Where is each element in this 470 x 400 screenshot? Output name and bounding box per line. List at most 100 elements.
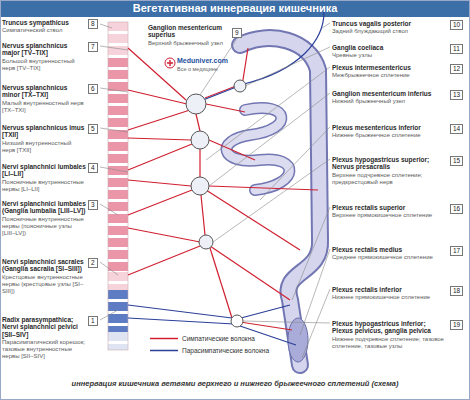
callout-number: 10 [450,20,463,30]
title-band [0,0,470,17]
latin-label: Nervi splanchnici sacrales (Ganglia sacr… [2,258,86,273]
diagram-caption: иннервация кишечника ветвями верхнего и … [0,380,470,389]
leader-line [292,207,330,300]
russian-label: Поясничные внутренностные нервы (пояснич… [2,216,86,237]
ganglion [191,177,209,195]
small-intestine [227,108,290,190]
parasympathetic-fibre [128,318,234,324]
sympathetic-fibre [128,180,191,186]
sympathetic-trunk [108,22,128,350]
logo-text: Все о медицине [177,66,218,72]
leader-lines [100,23,330,358]
sympathetic-fibre [128,144,192,170]
leader-line [100,262,118,275]
leader-line [300,249,330,335]
latin-label: Plexus intermesentericus [332,64,446,71]
callout-number: 2 [88,258,98,268]
russian-label: Среднее прямокишечное сплетение [332,254,446,261]
colon [240,38,320,365]
latin-label: Plexus mesentericus inferior [332,124,446,131]
russian-label: Нижний брыжеечный узел [332,98,446,105]
latin-label: Plexus rectalis medius [332,246,446,253]
latin-label: Nervus splanchnicus major [TV–TIX] [2,42,86,57]
callout-number: 17 [450,246,463,256]
russian-label: Парасимпатический корешок; тазовые внутр… [2,339,86,360]
russian-label: Малый внутренностный нерв [TX–TXI] [2,100,86,114]
sympathetic-fibre [128,90,187,104]
trunk-segment [108,332,128,350]
parasympathetic-fibre [244,12,324,84]
russian-label: Большой внутренностный нерв [TV–TIX] [2,58,86,72]
parasympathetic-fibres [128,12,324,345]
intestine [227,38,320,365]
latin-label: Nervus splanchnicus minor [TX–TXI] [2,84,86,99]
callout-number: 15 [450,156,463,166]
russian-label: Симпатический ствол [2,27,86,34]
leader-line [100,167,128,172]
trunk-segment [108,58,128,272]
sympathetic-fibre [196,114,200,131]
legend-text: Симпатические волокна [182,335,255,342]
sympathetic-fibre [210,248,232,318]
sympathetic-fibre [128,110,190,130]
callout-number: 13 [450,90,463,100]
latin-label: Ganglia coeliaca [332,44,446,51]
parasympathetic-fibre [128,305,232,318]
callout-number: 5 [88,124,98,134]
russian-label: Нижнее брыжеечное сплетение [332,132,446,139]
callout-number: 12 [450,64,463,74]
callout-number: 11 [450,44,463,54]
russian-label: Задний блуждающий ствол [332,28,446,35]
callout-number: 7 [88,42,98,52]
latin-label: Plexus rectalis inferior [332,286,446,293]
leader-line [302,289,330,358]
legend-text: Парасимпатические волокна [182,347,269,354]
logo-icon [165,58,175,68]
russian-label: Поясничные внутренностные нервы [LI–LII] [2,179,86,193]
sympathetic-fibre [128,138,191,140]
russian-label: Верхнее подчревное сплетение; предкрестц… [332,172,446,186]
leader-line [100,46,128,50]
russian-label: Низший внутренностный нерв [TXII] [2,140,86,154]
latin-label: Nervi splanchnici lumbales [LI–LII] [2,163,86,178]
sympathetic-fibre [205,86,236,98]
latin-label: Plexus hypogastricus superior; Nervus pr… [332,156,446,171]
sympathetic-fibre [199,149,200,177]
leader-line [100,204,118,215]
callout-number: 6 [88,84,98,94]
leader-line [322,23,330,28]
ganglion [199,235,213,249]
ganglion [186,94,206,114]
callout-number: 4 [88,163,98,173]
sympathetic-fibre [128,190,192,215]
russian-label: Нижнее подчревное сплетение; тазовое спл… [332,336,446,350]
latin-label: Radix parasympathica; Nervi splanchnici … [2,316,86,338]
diagram-title: Вегетативная иннервация кишечника [0,2,470,15]
sympathetic-fibres [128,48,318,330]
leader-line [100,24,112,28]
small-intestine-outline [227,108,290,190]
russian-label: Межбрыжеечное сплетение [332,72,446,79]
callout-number: 18 [450,286,463,296]
callout-number: 16 [450,204,463,214]
leader-line [100,128,128,132]
leader-line [213,159,330,242]
latin-label: Nervus splanchnicus imus [TXII] [2,124,86,139]
russian-label: Нижнее прямокишечное сплетение [332,294,446,301]
sympathetic-fibre [206,104,245,112]
latin-label: Plexus rectalis superior [332,204,446,211]
callout-number: 19 [450,320,463,330]
ganglia [186,80,246,327]
sympathetic-fibre [128,246,200,275]
logo-cross [167,60,173,66]
colon-outline [240,38,320,365]
sympathetic-fibre [209,186,318,190]
trunk-outline [108,22,128,350]
callout-number: 3 [88,200,98,210]
russian-label: Верхнее прямокишечное сплетение [332,212,446,219]
leader-line [100,310,118,320]
leader-line [100,88,128,92]
latin-label: Truncus vagalis posterior [332,20,446,27]
parasympathetic-fibre [241,305,290,318]
